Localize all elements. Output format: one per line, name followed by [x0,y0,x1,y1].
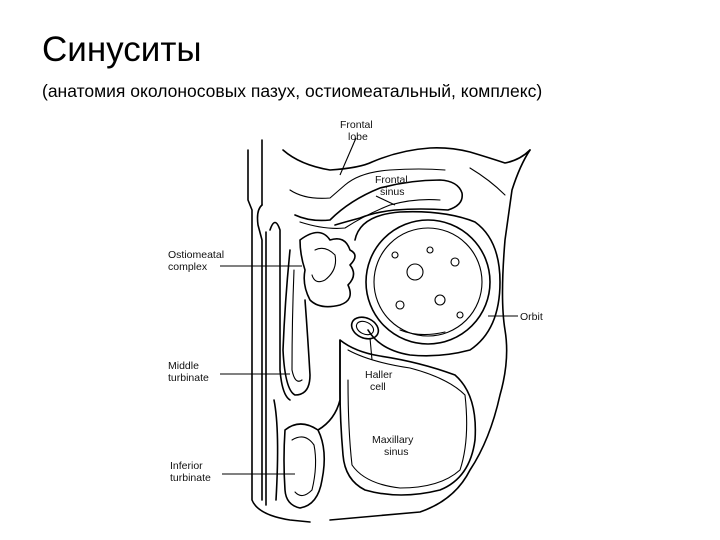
label-middle-turbinate-line1: Middle [168,360,199,372]
label-ostiomeatal-complex: Ostiomeatal complex [168,249,224,273]
nasal-septum [265,221,291,506]
label-haller-cell-line2: cell [370,381,386,393]
leader-lines [220,137,518,475]
label-frontal-lobe-line1: Frontal [340,119,373,131]
label-maxillary-sinus-line2: sinus [384,446,409,458]
label-middle-turbinate-line2: turbinate [168,372,209,384]
frontal-lobe-region [282,147,531,199]
ostiomeatal-complex [299,231,356,308]
label-ostiomeatal-line2: complex [168,261,208,273]
label-frontal-sinus: Frontal sinus [375,174,408,198]
label-frontal-lobe: Frontal lobe [340,119,373,143]
maxillary-sinus [339,339,477,496]
label-frontal-sinus-line1: Frontal [375,174,408,186]
label-frontal-lobe-line2: lobe [348,131,368,143]
haller-cell [350,316,380,340]
label-haller-cell-line1: Haller [365,369,393,381]
label-middle-turbinate: Middle turbinate [168,360,209,384]
orbit [354,210,501,357]
label-inferior-turbinate-line2: turbinate [170,472,211,484]
frontal-sinus [294,179,464,229]
label-ostiomeatal-line1: Ostiomeatal [168,249,224,261]
label-orbit-line1: Orbit [520,311,543,323]
middle-turbinate [282,249,311,396]
page-title: Синуситы [42,30,202,69]
label-inferior-turbinate: Inferior turbinate [170,460,211,484]
label-haller-cell: Haller cell [365,369,393,393]
label-inferior-turbinate-line1: Inferior [170,460,203,472]
label-orbit: Orbit [520,311,543,323]
label-maxillary-sinus-line1: Maxillary [372,434,414,446]
outer-bone-outline [247,139,531,523]
label-maxillary-sinus: Maxillary sinus [372,434,414,458]
inferior-turbinate [283,339,341,509]
page-subtitle: (анатомия околоносовых пазух, остиомеата… [42,81,543,101]
label-frontal-sinus-line2: sinus [380,186,405,198]
